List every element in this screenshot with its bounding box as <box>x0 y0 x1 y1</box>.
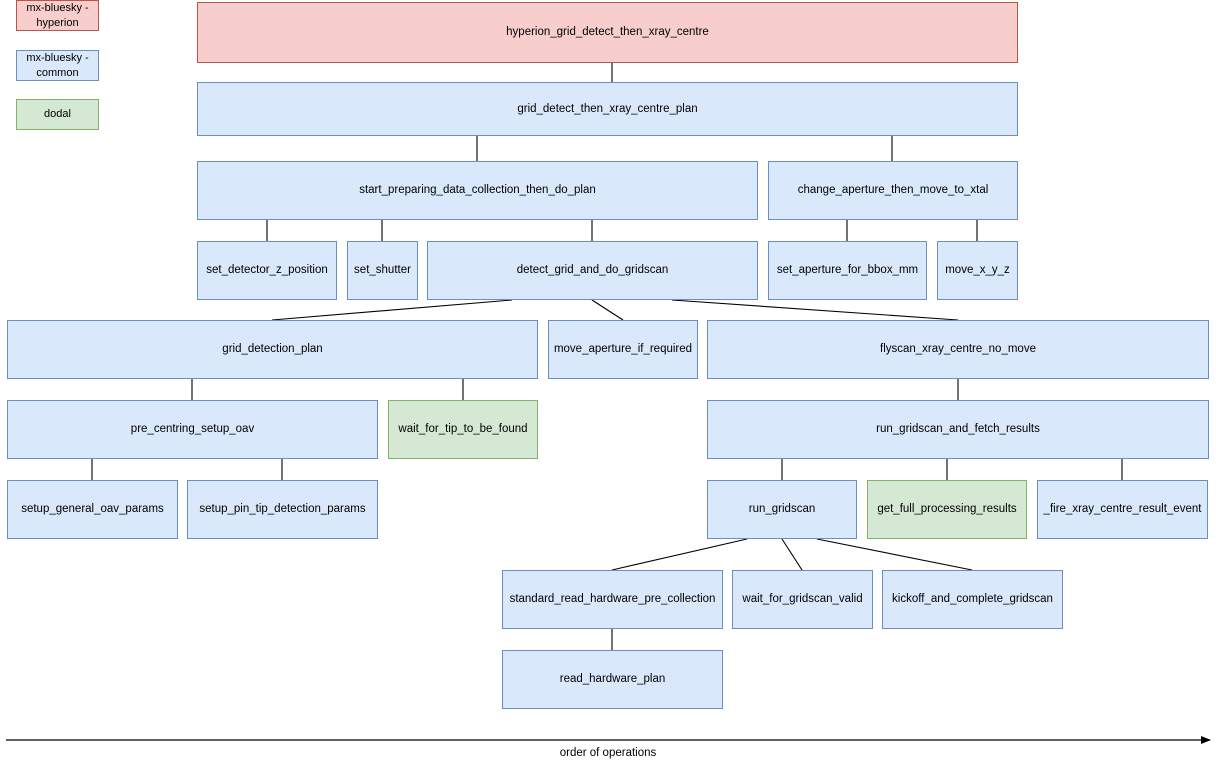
node-grid_detection_plan[interactable]: grid_detection_plan <box>7 320 538 379</box>
legend-dodal: dodal <box>16 99 99 130</box>
legend-mx-bluesky-hyperion: mx-bluesky - hyperion <box>16 0 99 31</box>
node-wait_for_tip_to_be_found[interactable]: wait_for_tip_to_be_found <box>388 400 538 459</box>
node-read_hardware_plan[interactable]: read_hardware_plan <box>502 650 723 709</box>
node-pre_centring_setup_oav[interactable]: pre_centring_setup_oav <box>7 400 378 459</box>
node-standard_read_hardware_pre_collection[interactable]: standard_read_hardware_pre_collection <box>502 570 723 629</box>
node-set_aperture_for_bbox_mm[interactable]: set_aperture_for_bbox_mm <box>768 241 927 300</box>
edge-detect_grid_and_do_gridscan-to-move_aperture_if_required <box>591 299 624 321</box>
node-move_aperture_if_required[interactable]: move_aperture_if_required <box>548 320 698 379</box>
edge-detect_grid_and_do_gridscan-to-flyscan_xray_centre_no_move <box>671 299 959 321</box>
node-_fire_xray_centre_result_event[interactable]: _fire_xray_centre_result_event <box>1037 480 1208 539</box>
node-run_gridscan_and_fetch_results[interactable]: run_gridscan_and_fetch_results <box>707 400 1209 459</box>
axis-label: order of operations <box>559 747 657 759</box>
node-kickoff_and_complete_gridscan[interactable]: kickoff_and_complete_gridscan <box>882 570 1063 629</box>
node-set_detector_z_position[interactable]: set_detector_z_position <box>197 241 337 300</box>
node-grid_detect_then_xray_centre_plan[interactable]: grid_detect_then_xray_centre_plan <box>197 82 1018 136</box>
node-detect_grid_and_do_gridscan[interactable]: detect_grid_and_do_gridscan <box>427 241 758 300</box>
edge-detect_grid_and_do_gridscan-to-grid_detection_plan <box>271 299 513 321</box>
node-run_gridscan[interactable]: run_gridscan <box>707 480 857 539</box>
node-setup_pin_tip_detection_params[interactable]: setup_pin_tip_detection_params <box>187 480 378 539</box>
node-start_preparing_data_collection_then_do_plan[interactable]: start_preparing_data_collection_then_do_… <box>197 161 758 220</box>
node-change_aperture_then_move_to_xtal[interactable]: change_aperture_then_move_to_xtal <box>768 161 1018 220</box>
node-flyscan_xray_centre_no_move[interactable]: flyscan_xray_centre_no_move <box>707 320 1209 379</box>
legend-mx-bluesky-common: mx-bluesky - common <box>16 50 99 81</box>
node-setup_general_oav_params[interactable]: setup_general_oav_params <box>7 480 178 539</box>
edge-run_gridscan-to-standard_read_hardware_pre_collection <box>611 538 748 571</box>
node-set_shutter[interactable]: set_shutter <box>347 241 418 300</box>
edge-run_gridscan-to-kickoff_and_complete_gridscan <box>816 538 973 571</box>
edge-run_gridscan-to-wait_for_gridscan_valid <box>781 538 803 571</box>
node-move_x_y_z[interactable]: move_x_y_z <box>937 241 1018 300</box>
node-get_full_processing_results[interactable]: get_full_processing_results <box>867 480 1027 539</box>
node-wait_for_gridscan_valid[interactable]: wait_for_gridscan_valid <box>732 570 873 629</box>
node-hyperion_grid_detect_then_xray_centre[interactable]: hyperion_grid_detect_then_xray_centre <box>197 2 1018 63</box>
